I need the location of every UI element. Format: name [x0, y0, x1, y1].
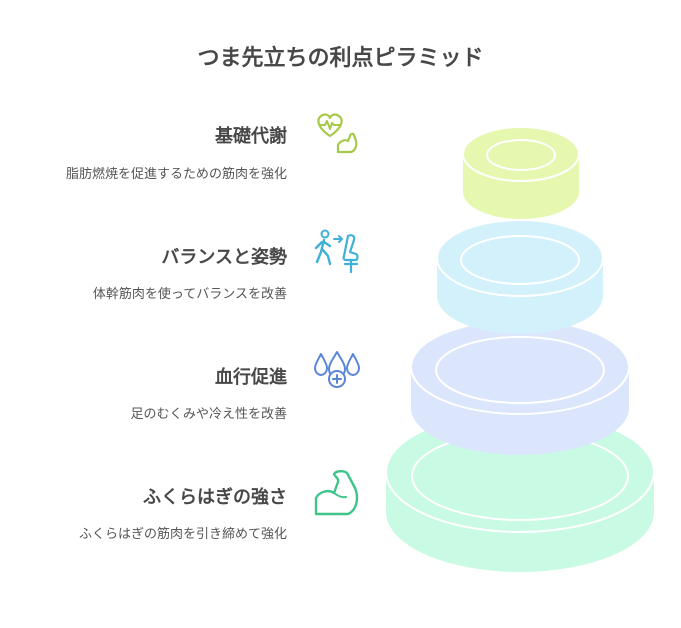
item-title-balance-posture: バランスと姿勢 [161, 247, 287, 268]
item-desc-balance-posture: 体幹筋肉を使ってバランスを改善 [92, 287, 287, 302]
walking-posture-icon [314, 229, 359, 274]
item-desc-basal-metabolism: 脂肪燃焼を促進するための筋肉を強化 [65, 167, 287, 182]
diagram-title: つま先立ちの利点ピラミッド [197, 46, 484, 71]
heart-arm-icon [317, 113, 358, 154]
tier-1-ring [462, 126, 580, 219]
item-desc-blood-circulation: 足のむくみや冷え性を改善 [130, 407, 287, 422]
item-title-calf-strength: ふくらはぎの強さ [143, 487, 287, 508]
water-drops-plus-icon [314, 351, 360, 388]
item-desc-calf-strength: ふくらはぎの筋肉を引き締めて強化 [78, 527, 287, 542]
item-title-basal-metabolism: 基礎代謝 [215, 126, 287, 147]
item-title-blood-circulation: 血行促進 [215, 367, 287, 388]
tier-2-ring [436, 219, 604, 334]
flexed-arm-icon [314, 470, 359, 516]
tier-3-ring [410, 319, 630, 455]
